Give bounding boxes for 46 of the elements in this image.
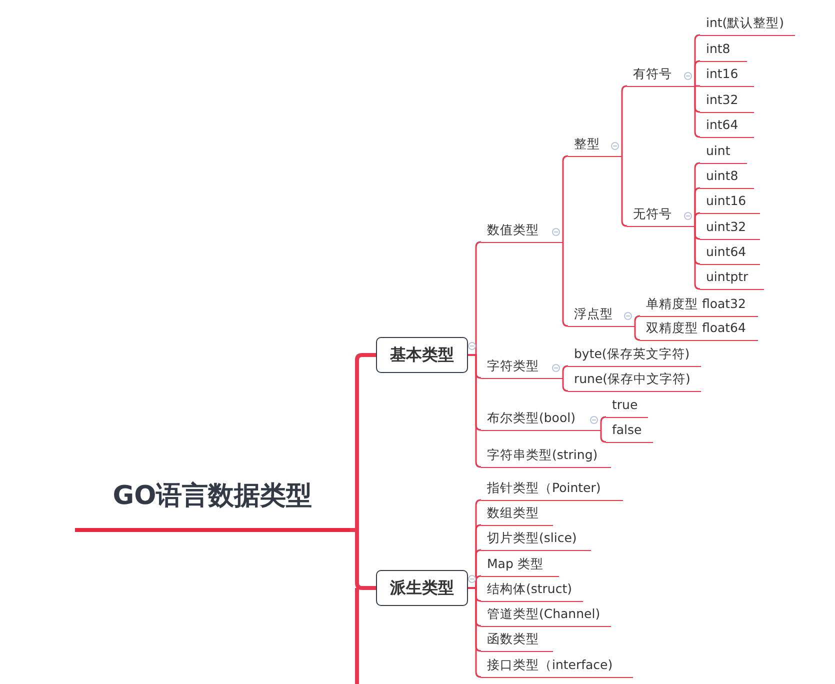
subtopic-label: rune(保存中文字符) xyxy=(568,369,701,392)
topic-box: 派生类型 xyxy=(376,570,468,606)
connector-line xyxy=(634,315,641,327)
connector-line xyxy=(694,85,700,87)
subtopic-label: 整型 xyxy=(568,134,622,157)
root-topic: GO语言数据类型 xyxy=(75,472,350,532)
subtopic-label: 无符号 xyxy=(627,204,695,227)
connector-line xyxy=(562,365,569,379)
subtopic-label: int(默认整型) xyxy=(700,13,795,36)
subtopic-label: 指针类型（Pointer) xyxy=(481,478,623,501)
subtopic-label: 双精度型 float64 xyxy=(640,318,758,341)
subtopic-label: int64 xyxy=(700,115,754,138)
topic-box: 基本类型 xyxy=(376,337,468,373)
subtopic-label: 浮点型 xyxy=(568,304,635,327)
subtopic-label: Map 类型 xyxy=(481,554,559,577)
subtopic-label: 数组类型 xyxy=(481,503,553,526)
subtopic-label: 有符号 xyxy=(627,64,695,87)
connector-line xyxy=(600,429,607,443)
subtopic-label: 接口类型（interface) xyxy=(481,655,633,678)
subtopic-label: int8 xyxy=(700,39,747,62)
subtopic-label: true xyxy=(606,395,648,418)
connector-line xyxy=(562,377,569,392)
connector-line xyxy=(634,325,641,341)
subtopic-label: int32 xyxy=(700,90,754,113)
connector-line xyxy=(694,212,701,227)
subtopic-label: uint16 xyxy=(700,191,760,214)
connector-line xyxy=(694,60,701,87)
subtopic-label: 单精度型 float32 xyxy=(640,294,758,317)
connector-line xyxy=(600,416,607,431)
subtopic-label: 布尔类型(bool) xyxy=(481,408,601,431)
subtopic-label: 切片类型(slice) xyxy=(481,528,591,551)
subtopic-label: false xyxy=(606,420,653,443)
subtopic-label: 数值类型 xyxy=(481,220,563,243)
subtopic-label: byte(保存英文字符) xyxy=(568,344,701,367)
subtopic-label: uint8 xyxy=(700,166,754,189)
subtopic-label: 结构体(struct) xyxy=(481,579,583,602)
subtopic-label: uint xyxy=(700,141,747,164)
subtopic-label: uint64 xyxy=(700,242,760,265)
subtopic-label: 字符类型 xyxy=(481,356,563,379)
subtopic-label: 字符串类型(string) xyxy=(481,445,611,468)
subtopic-label: uint32 xyxy=(700,217,760,240)
subtopic-label: int16 xyxy=(700,64,754,87)
subtopic-label: 函数类型 xyxy=(481,629,553,652)
subtopic-label: uintptr xyxy=(700,267,764,290)
subtopic-label: 管道类型(Channel) xyxy=(481,604,611,627)
connector-line xyxy=(694,85,701,138)
